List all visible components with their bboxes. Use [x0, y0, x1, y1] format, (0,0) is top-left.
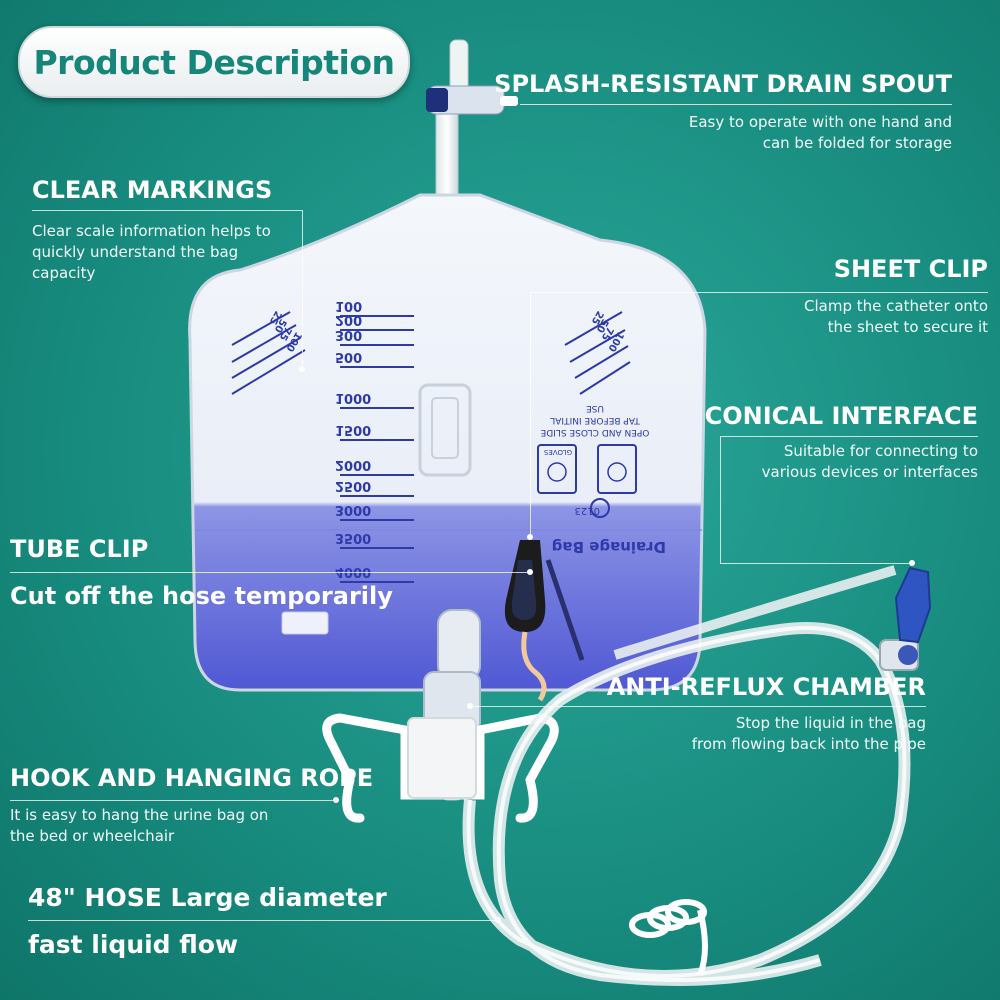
callout-line — [530, 292, 988, 293]
feature-desc-anti-reflux: Stop the liquid in the bag from flowing … — [596, 713, 926, 755]
feature-desc-hose: fast liquid flow — [28, 930, 239, 959]
hanging-rope — [521, 631, 547, 702]
feature-desc-tube-clip: Cut off the hose temporarily — [10, 582, 393, 610]
callout-dot — [527, 569, 533, 575]
header-pill: Product Description — [18, 26, 410, 98]
callout-line — [10, 572, 530, 573]
callout-line — [530, 292, 531, 537]
feature-desc-line: capacity — [32, 264, 96, 282]
feature-desc-line: Clear scale information helps to — [32, 222, 271, 240]
feature-title-clear-markings: CLEAR MARKINGS — [32, 176, 273, 204]
feature-title-anti-reflux: ANTI-REFLUX CHAMBER — [606, 673, 926, 701]
scale-label: 3000 — [335, 502, 372, 517]
callout-line — [470, 706, 926, 707]
feature-desc-hook: It is easy to hang the urine bag on the … — [10, 805, 340, 847]
feature-title-tube-clip: TUBE CLIP — [10, 535, 149, 563]
scale-label: 2000 — [335, 457, 372, 472]
hand-wash-icon — [597, 444, 637, 494]
callout-dot — [527, 534, 533, 540]
anti-reflux-chamber — [437, 609, 481, 681]
scale-label: 4000 — [335, 564, 372, 579]
callout-dot — [333, 797, 339, 803]
feature-title-conical-interface: CONICAL INTERFACE — [704, 402, 978, 430]
scale-label: 2500 — [335, 478, 372, 493]
bag-body — [188, 193, 707, 692]
feature-desc-conical-interface: Suitable for connecting to various devic… — [678, 441, 978, 483]
rope-coil — [629, 899, 708, 977]
feature-title-hose: 48" HOSE Large diameter — [28, 883, 387, 912]
callout-line — [720, 436, 721, 564]
scale-label: 1000 — [335, 390, 372, 405]
scale-label: 3500 — [335, 530, 372, 545]
sheet-clip — [545, 559, 585, 661]
feature-desc-line: quickly understand the bag — [32, 243, 239, 261]
scale-label: 1500 — [335, 422, 372, 437]
bag-instruction-line: TAP BEFORE INITIAL USE — [550, 403, 640, 425]
main-scale — [340, 315, 414, 583]
callout-dot — [495, 917, 501, 923]
bag-instruction: OPEN AND CLOSE SLIDE TAP BEFORE INITIAL … — [540, 402, 650, 438]
feature-desc-line: Clamp the catheter onto — [804, 297, 988, 315]
callout-line — [302, 210, 303, 368]
scale-label: 500 — [335, 349, 363, 364]
feature-desc-line: the sheet to secure it — [827, 318, 988, 336]
callout-dot — [299, 366, 305, 372]
gloves-label: GLOVES — [543, 448, 573, 456]
feature-title-sheet-clip: SHEET CLIP — [833, 255, 988, 283]
callout-line — [32, 210, 302, 211]
feature-desc-line: can be folded for storage — [762, 134, 952, 152]
callout-dot — [467, 703, 473, 709]
feature-desc-line: Stop the liquid in the bag — [735, 714, 926, 732]
feature-title-drain-spout: SPLASH-RESISTANT DRAIN SPOUT — [494, 70, 952, 98]
scale-label: 200 — [335, 312, 363, 327]
callout-line — [720, 436, 978, 437]
feature-desc-line: Easy to operate with one hand and — [688, 113, 952, 131]
scale-label: 300 — [335, 327, 363, 342]
callout-line — [28, 920, 498, 921]
feature-desc-sheet-clip: Clamp the catheter onto the sheet to sec… — [688, 296, 988, 338]
feature-title-hook: HOOK AND HANGING ROPE — [10, 764, 374, 792]
feature-desc-line: from flowing back into the pipe — [691, 735, 926, 753]
callout-line — [720, 563, 912, 564]
bag-brand-label: Drainage Bag — [551, 538, 666, 556]
gloves-icon — [537, 444, 577, 494]
conical-interface — [894, 566, 932, 644]
feature-desc-line: various devices or interfaces — [761, 463, 978, 481]
tube-clip — [504, 540, 546, 632]
callout-line — [10, 800, 336, 801]
left-diagonal-scale — [231, 311, 306, 395]
callout-line — [520, 104, 952, 105]
feature-desc-line: Suitable for connecting to — [783, 442, 978, 460]
right-diagonal-scale — [564, 311, 631, 395]
feature-desc-drain-spout: Easy to operate with one hand and can be… — [622, 112, 952, 154]
page-title: Product Description — [33, 42, 395, 82]
feature-desc-line: It is easy to hang the urine bag on — [10, 806, 269, 824]
bag-instruction-line: OPEN AND CLOSE SLIDE — [540, 427, 650, 437]
code-label: 0123 — [574, 505, 600, 516]
feature-desc-line: the bed or wheelchair — [10, 827, 175, 845]
callout-dot — [909, 560, 915, 566]
feature-desc-clear-markings: Clear scale information helps to quickly… — [32, 221, 302, 284]
